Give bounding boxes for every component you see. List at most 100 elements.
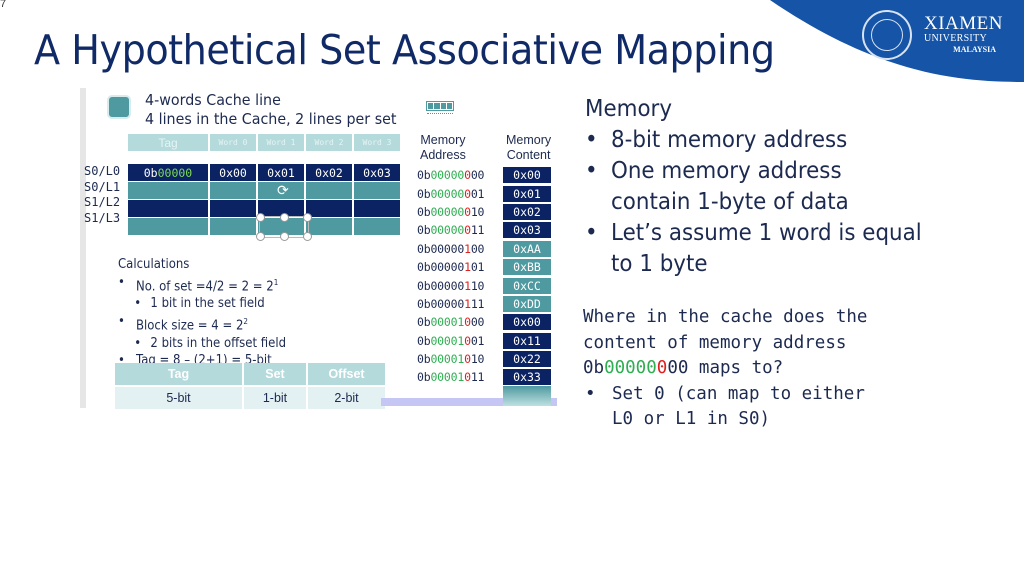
cache-word-cell (306, 182, 352, 199)
cache-header-cell: Tag (128, 134, 208, 151)
fields-header-cell: Offset (307, 363, 387, 387)
question-line: Where in the cache does the (583, 307, 868, 327)
memory-address: 0b00000101 (417, 260, 485, 275)
memory-content: 0x22 (503, 351, 551, 368)
memory-address: 0b00000001 (417, 186, 485, 201)
slide-number: 7 (0, 0, 7, 10)
cache-word-cell (258, 182, 304, 199)
fields-header-cell: Tag (115, 363, 244, 387)
panel-edge (80, 88, 86, 408)
memory-note-continuation: to 1 byte (611, 251, 708, 277)
resize-handle[interactable] (303, 213, 312, 222)
memory-address: 0b00000111 (417, 296, 485, 311)
cache-header-cell: Word 3 (354, 134, 400, 151)
logo-line1: XIAMEN (924, 13, 1003, 34)
selection-bar (381, 398, 557, 406)
memory-content: 0xAA (503, 240, 551, 257)
memory-note-continuation: contain 1-byte of data (611, 189, 849, 215)
cache-chip-icon (109, 97, 129, 117)
memory-row: 0b00000100 0xAA (417, 240, 551, 258)
question-block: Where in the cache does the content of m… (583, 305, 867, 433)
memory-address: 0b00000000 (417, 168, 485, 183)
cache-line-row (128, 218, 402, 235)
memory-address: 0b00001010 (417, 352, 485, 367)
cache-header-row: Tag Word 0 Word 1 Word 2 Word 3 (128, 134, 402, 151)
university-seal-icon (862, 10, 912, 60)
cache-heading: 4-words Cache line 4 lines in the Cache,… (145, 91, 397, 129)
cache-word-cell (258, 218, 304, 235)
calculations-title: Calculations (118, 257, 190, 272)
cache-tag-cell (128, 182, 208, 199)
row-label: S0/L0 (84, 164, 121, 178)
resize-handle[interactable] (256, 213, 265, 222)
memory-content: 0x11 (503, 332, 551, 349)
calc-subitem: 2 bits in the offset field (118, 335, 286, 353)
resize-handle[interactable] (280, 232, 289, 241)
slide-title: A Hypothetical Set Associative Mapping (34, 26, 775, 74)
calculations: Calculations No. of set =4/2 = 2 = 21 1 … (118, 256, 286, 370)
question-line: content of memory address (583, 332, 847, 353)
cache-word-cell (210, 182, 256, 199)
memory-notes-heading: Memory (585, 96, 672, 122)
calc-subitem: 1 bit in the set field (118, 295, 286, 313)
memory-row: 0b00001011 0x33 (417, 368, 551, 386)
memory-address: 0b00000010 (417, 204, 485, 219)
memory-content: 0x00 (503, 314, 551, 331)
resize-handle[interactable] (303, 232, 312, 241)
memory-row: 0b00000010 0x02 (417, 203, 551, 221)
cache-word-cell (258, 200, 304, 217)
address-fields-table: Tag Set Offset 5-bit 1-bit 2-bit (115, 363, 387, 411)
memory-address: 0b00000100 (417, 241, 485, 256)
memory-address: 0b00000110 (417, 278, 485, 293)
cache-header-cell: Word 1 (258, 134, 304, 151)
row-label: S0/L1 (84, 179, 121, 194)
fields-value-cell: 1-bit (243, 386, 308, 411)
memory-row: 0b00000001 0x01 (417, 184, 551, 202)
logo-line3: MALAYSIA (953, 45, 996, 54)
cache-word-cell (354, 182, 400, 199)
cache-header-cell: Word 2 (306, 134, 352, 151)
logo-line2: UNIVERSITY (924, 33, 987, 44)
cache-row-labels: S0/L0 S0/L1 S1/L2 S1/L3 (84, 164, 120, 226)
fields-header-cell: Set (243, 363, 308, 387)
memory-row: 0b00000111 0xDD (417, 295, 551, 313)
memory-content: 0x02 (503, 203, 551, 220)
cache-word-cell (354, 200, 400, 217)
fields-value-cell: 2-bit (307, 386, 387, 411)
cache-tag-cell (128, 200, 208, 217)
cache-line-row (128, 200, 402, 217)
memory-content: 0x33 (503, 369, 551, 386)
resize-handle[interactable] (280, 213, 289, 222)
cache-heading-line1: 4-words Cache line (145, 91, 281, 109)
memory-content: 0x03 (503, 222, 551, 239)
memory-content: 0xBB (503, 259, 551, 276)
fields-value-cell: 5-bit (115, 386, 244, 411)
memory-content: 0xCC (503, 277, 551, 294)
rotate-handle-icon[interactable]: ⟳ (277, 182, 289, 198)
row-label: S1/L2 (84, 195, 121, 209)
memory-content: 0xDD (503, 295, 551, 312)
memory-content: 0x01 (503, 185, 551, 202)
memory-address: 0b00001011 (417, 370, 485, 385)
resize-handle[interactable] (256, 232, 265, 241)
cache-word-cell: 0x02 (306, 164, 352, 181)
memory-note-bullet: 8-bit memory address (585, 125, 922, 156)
calc-item: Block size = 4 = 22 (118, 313, 286, 335)
cache-word-cell: 0x01 (258, 164, 304, 181)
cache-word-cell (306, 218, 352, 235)
cache-heading-line2: 4 lines in the Cache, 2 lines per set (145, 110, 397, 128)
cache-word-cell (306, 200, 352, 217)
memory-content: 0x00 (503, 167, 551, 184)
memory-module-icon (426, 101, 454, 114)
answer-continuation: L0 or L1 in S0) (612, 409, 771, 429)
calc-item: No. of set =4/2 = 2 = 21 (118, 274, 286, 296)
memory-notes: Memory 8-bit memory address One memory a… (585, 94, 922, 280)
memory-note-bullet: One memory address (585, 156, 922, 187)
row-label: S1/L3 (84, 210, 121, 225)
